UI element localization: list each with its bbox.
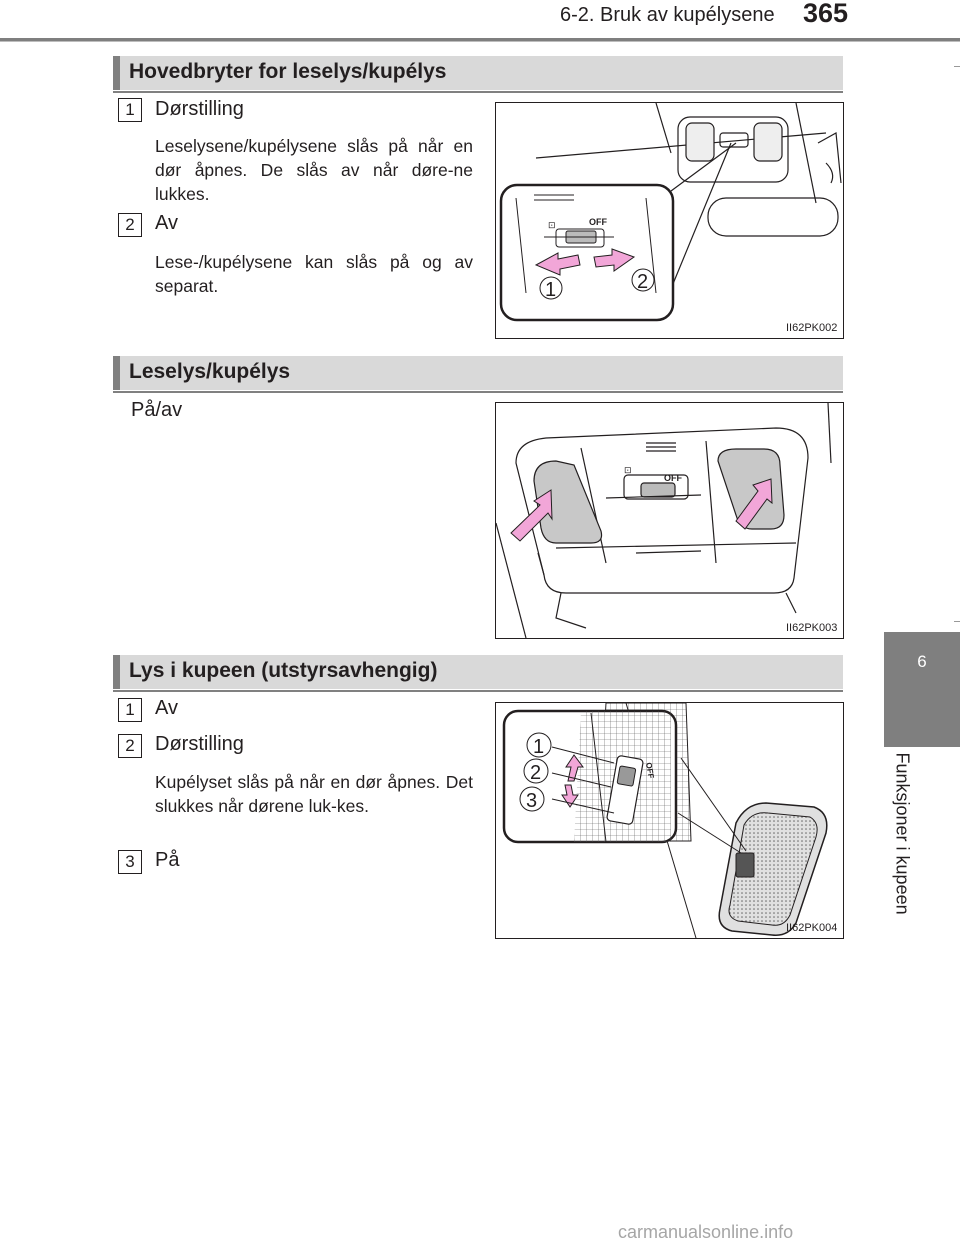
item-number: 2 — [118, 213, 142, 237]
section-heading-interior-light: Lys i kupeen (utstyrsavhengig) — [113, 655, 843, 692]
tab-tick — [954, 621, 960, 622]
arrow-down-icon — [561, 784, 579, 808]
switch-door-icon: ⊡ — [548, 220, 556, 230]
figure-main-switch: ⊡ OFF 1 2 II62PK002 — [495, 102, 844, 339]
callout-3-circle — [519, 786, 545, 812]
header-rule-thin — [0, 41, 960, 42]
switch-door-icon: ⊡ — [624, 465, 632, 475]
item-body: Kupélyset slås på når en dør åpnes. Det … — [155, 772, 473, 816]
arrow-left-lamp-icon — [510, 489, 553, 542]
page-number: 365 — [803, 0, 849, 28]
figure-code: II62PK004 — [786, 922, 838, 934]
item-title: Av — [155, 697, 178, 719]
figure-code: II62PK002 — [786, 322, 838, 334]
callout-1: 1 — [533, 736, 544, 758]
section-title: Lys i kupeen (utstyrsavhengig) — [129, 659, 438, 682]
switch-off-label: OFF — [644, 762, 656, 779]
item-title: Dørstilling — [155, 733, 244, 755]
item-number: 3 — [118, 850, 142, 874]
item-number: 1 — [118, 98, 142, 122]
figure-reading-light: ⊡ OFF II62PK003 — [495, 402, 844, 639]
callout-1-circle — [526, 732, 552, 758]
figure-interior-light: OFF 1 2 3 II62PK004 — [495, 702, 844, 939]
callout-2: 2 — [530, 762, 541, 784]
chapter-tab[interactable] — [884, 632, 960, 747]
figure-interior-light-drawing: OFF 1 2 3 — [502, 703, 828, 938]
chapter-title-vertical: Funksjoner i kupeen — [880, 753, 920, 920]
callout-3: 3 — [526, 790, 537, 812]
switch-off-label: OFF — [589, 217, 607, 227]
running-header-section: 6-2. Bruk av kupélysene — [560, 4, 775, 26]
chapter-title: Funksjoner i kupeen — [892, 752, 913, 915]
section-title: Leselys/kupélys — [129, 360, 291, 383]
arrow-up-icon — [565, 754, 584, 782]
section-heading-reading-light: Leselys/kupélys — [113, 356, 843, 393]
figure-reading-light-drawing: ⊡ OFF — [496, 403, 832, 638]
figure-main-switch-drawing: ⊡ OFF 1 2 — [499, 103, 842, 322]
left-reading-lamp — [533, 460, 603, 544]
watermark: carmanualsonline.info — [618, 1222, 794, 1242]
callout-2-circle — [631, 268, 655, 292]
figure-code: II62PK003 — [786, 622, 838, 634]
item-number: 1 — [118, 698, 142, 722]
section-heading-main-switch: Hovedbryter for leselys/kupélys — [113, 56, 843, 93]
item-number: 2 — [118, 734, 142, 758]
switch-off-label: OFF — [664, 473, 682, 483]
intro-text: På/av — [131, 399, 183, 421]
section-title: Hovedbryter for leselys/kupélys — [129, 60, 447, 83]
arrow-left-icon — [534, 252, 581, 276]
tab-tick — [954, 66, 960, 67]
item-body: Lese-/kupélysene kan slås på og av separ… — [155, 252, 473, 296]
chapter-number: 6 — [917, 652, 927, 671]
item-title: Dørstilling — [155, 98, 244, 120]
header-rule — [0, 38, 960, 41]
arrow-right-icon — [593, 248, 636, 272]
item-title: På — [155, 849, 180, 871]
callout-2-circle — [523, 758, 549, 784]
item-body: Leselysene/kupélysene slås på når en dør… — [155, 136, 473, 204]
callout-1-circle — [539, 276, 563, 300]
arrow-right-lamp-icon — [735, 478, 773, 530]
callout-2: 2 — [637, 271, 648, 293]
item-title: Av — [155, 212, 178, 234]
callout-1: 1 — [545, 279, 556, 301]
